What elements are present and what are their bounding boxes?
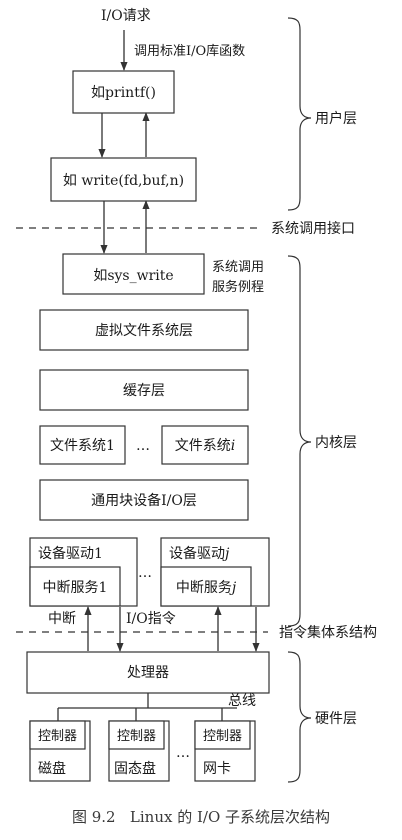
io-instruction-label: I/O指令: [126, 611, 176, 627]
sys-write-label: 如sys_write: [93, 268, 173, 284]
fs-ellipsis: …: [136, 438, 150, 454]
sys-write-note-2: 服务例程: [212, 279, 264, 295]
device-ellipsis: …: [176, 745, 190, 761]
write-label: 如 write(fd,buf,n): [63, 173, 184, 189]
disk-controller-box: [29, 720, 86, 750]
nic-controller-box: [194, 720, 251, 750]
disk-label: 磁盘: [38, 760, 66, 777]
printf-label: 如printf(): [91, 85, 156, 101]
write-box: [50, 157, 197, 202]
printf-box: [72, 70, 175, 114]
ssd-label: 固态盘: [114, 760, 156, 777]
fs-i-prefix: 文件系统: [175, 438, 231, 454]
sys-write-box: [62, 253, 205, 295]
cpu-box: [26, 651, 270, 694]
nic-controller-label: 控制器: [203, 729, 242, 744]
interrupt-label: 中断: [48, 611, 76, 627]
block-layer-label: 通用块设备I/O层: [91, 492, 197, 509]
fs1-box: [39, 425, 126, 465]
vfs-box: [39, 309, 249, 351]
fs-i-label: 文件系统i: [175, 438, 235, 454]
hardware-layer-brace: [287, 651, 312, 783]
figure-caption: 图 9.2 Linux 的 I/O 子系统层次结构: [72, 808, 330, 826]
driver-j-prefix: 设备驱动: [169, 545, 225, 562]
isr-j-prefix: 中断服务: [176, 580, 232, 596]
driver-j-suffix: j: [222, 546, 230, 562]
user-layer-label: 用户层: [315, 110, 357, 127]
nic-label: 网卡: [203, 761, 231, 777]
cache-box: [39, 369, 249, 411]
ssd-controller-label: 控制器: [117, 729, 156, 744]
ssd-controller-box: [108, 720, 165, 750]
kernel-layer-brace: [287, 255, 312, 627]
isr-j-box: [160, 566, 252, 607]
driver-ellipsis: …: [138, 565, 152, 581]
isa-label: 指令集体系结构: [279, 624, 377, 641]
kernel-layer-label: 内核层: [315, 435, 357, 451]
bus-label: 总线: [228, 693, 256, 709]
isr-j-label: 中断服务j: [176, 580, 237, 596]
hardware-layer-label: 硬件层: [315, 711, 357, 727]
vfs-label: 虚拟文件系统层: [95, 323, 193, 339]
fs1-label: 文件系统1: [50, 438, 115, 454]
isr-j-suffix: j: [229, 580, 237, 596]
driver-j-label: 设备驱动j: [169, 545, 230, 562]
io-request-label: I/O请求: [101, 8, 151, 24]
fs-i-box: [161, 425, 249, 465]
cache-label: 缓存层: [123, 383, 165, 399]
block-layer-box: [39, 479, 249, 521]
cpu-label: 处理器: [127, 665, 169, 681]
driver1-label: 设备驱动1: [38, 545, 103, 562]
user-layer-brace: [287, 17, 312, 211]
disk-controller-label: 控制器: [38, 729, 77, 744]
syscall-interface-label: 系统调用接口: [271, 220, 355, 237]
sys-write-note-1: 系统调用: [212, 260, 264, 275]
isr1-box: [29, 566, 121, 607]
fs-i-suffix: i: [231, 438, 235, 454]
call-stdlib-label: 调用标准I/O库函数: [134, 43, 245, 59]
isr1-label: 中断服务1: [43, 580, 108, 596]
